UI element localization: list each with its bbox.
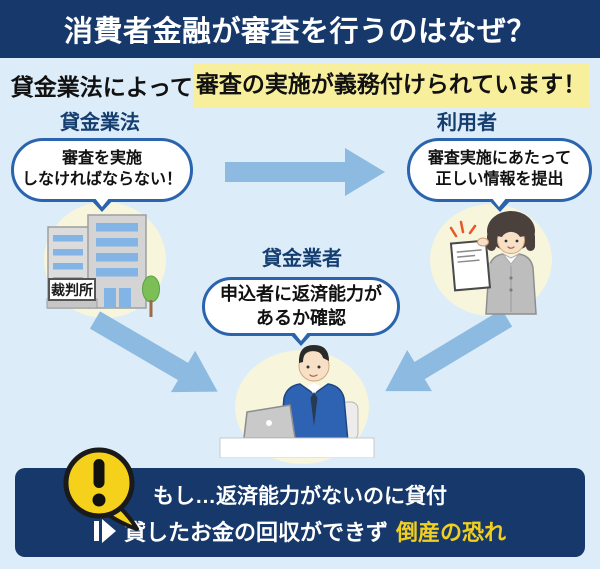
header-band: 消費者金融が審査を行うのはなぜ？: [0, 0, 600, 58]
law-heading: 貸金業法: [60, 112, 140, 134]
user-bubble-line2: 正しい情報を提出: [435, 171, 564, 188]
law-bubble-line1: 審査を実施: [61, 150, 142, 168]
courthouse-building-icon: 裁判所: [46, 214, 160, 317]
courthouse-sign-label: 裁判所: [51, 282, 93, 298]
lender-speech-bubble: 申込者に返済能力が あるか確認: [202, 277, 400, 346]
arrow-right-icon: [225, 148, 385, 196]
subtitle-highlighted: 審査の実施が義務付けられています！: [192, 62, 590, 108]
bubble-tail: [487, 197, 512, 212]
law-bubble-line2: しなければならない！: [21, 171, 182, 188]
subtitle-plain: 貸金業法によって: [10, 74, 193, 100]
lender-heading: 貸金業者: [262, 248, 342, 270]
warning-line1: もし…返済能力がないのに貸付: [153, 485, 447, 508]
woman-presenting-document-icon: [449, 211, 537, 315]
user-speech-bubble: 審査実施にあたって 正しい情報を提出: [407, 138, 592, 212]
exclamation-bubble-icon: [63, 447, 139, 531]
bubble-tail: [289, 331, 313, 346]
lender-bubble-line1: 申込者に返済能力が: [220, 284, 382, 305]
subtitle: 貸金業法によって審査の実施が義務付けられています！: [0, 58, 600, 112]
lender-bubble-line2: あるか確認: [256, 307, 346, 328]
law-speech-bubble: 審査を実施 しなければならない！: [11, 138, 193, 212]
warning-line2-prefix: 貸したお金の回収ができず: [123, 520, 388, 545]
warning-line2-accent: 倒産の恐れ: [396, 520, 507, 545]
page-title: 消費者金融が審査を行うのはなぜ？: [63, 16, 536, 48]
bubble-tail: [90, 197, 114, 212]
warning-line2: 貸したお金の回収ができず倒産の恐れ: [93, 515, 507, 547]
user-bubble-line1: 審査実施にあたって: [427, 150, 572, 168]
user-heading: 利用者: [437, 112, 497, 134]
man-working-on-laptop-icon: [219, 345, 375, 458]
play-arrow-icon: [93, 519, 116, 543]
